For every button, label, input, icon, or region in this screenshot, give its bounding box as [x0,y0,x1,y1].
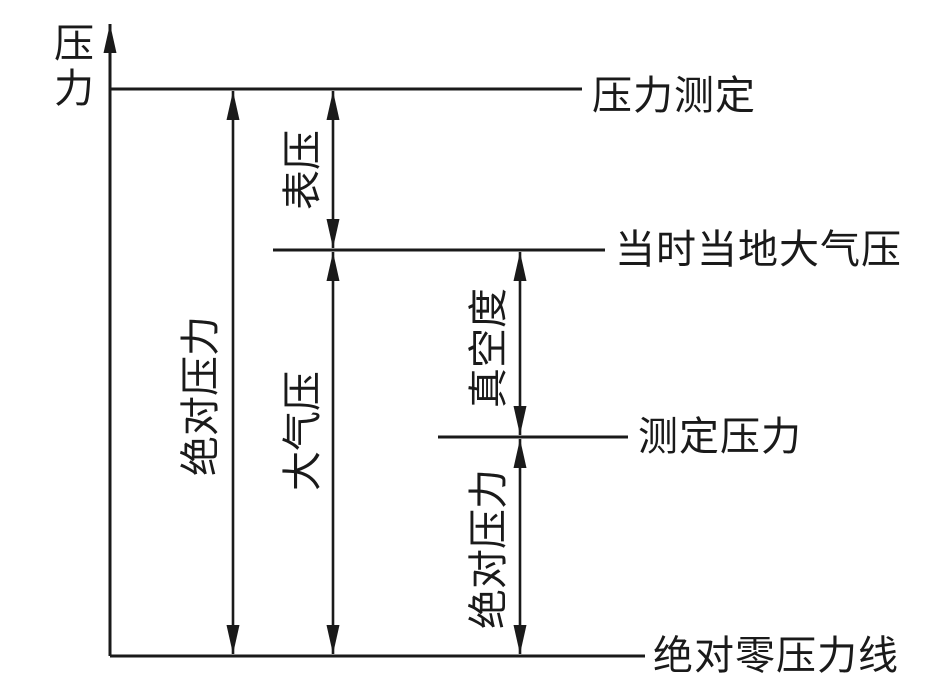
top-pressure-level-label: 压力测定 [592,73,756,118]
atmospheric-pressure-span-label: 大气压 [280,371,325,491]
absolute-pressure-right-label: 绝对压力 [466,469,511,629]
gauge-pressure-label: 表压 [280,130,325,210]
atmospheric-pressure-level-label: 当时当地大气压 [615,227,902,272]
absolute-zero-pressure-label: 绝对零压力线 [653,633,899,678]
measured-pressure-level-label: 测定压力 [638,414,802,459]
vacuum-degree-label: 真空度 [466,288,511,408]
y-axis-label: 压力 [48,22,93,112]
absolute-pressure-left-label: 绝对压力 [178,316,223,476]
